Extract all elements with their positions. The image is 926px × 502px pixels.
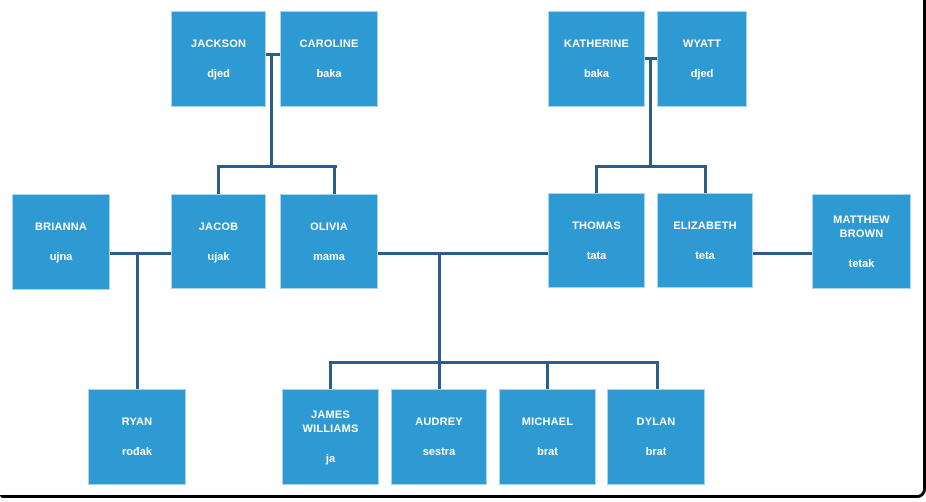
person-name: DYLAN: [636, 416, 676, 428]
connector-line: [546, 361, 549, 389]
connector-line: [656, 361, 659, 389]
connector-line: [649, 57, 652, 167]
person-name: OLIVIA: [310, 220, 348, 233]
person-name: AUDREY: [415, 416, 463, 428]
connector-line: [704, 165, 707, 193]
person-relation-label: tata: [586, 249, 607, 262]
person-box-thomas[interactable]: THOMAS tata: [548, 193, 645, 288]
person-box-james[interactable]: JAMES WILLIAMS ja: [282, 389, 379, 485]
person-box-katherine[interactable]: KATHERINE baka: [548, 11, 645, 107]
connector-line: [595, 165, 598, 193]
person-box-olivia[interactable]: OLIVIA mama: [280, 194, 378, 289]
person-relation-label: teta: [695, 249, 715, 262]
person-box-jacob[interactable]: JACOB ujak: [171, 194, 266, 289]
person-name: THOMAS: [572, 219, 621, 232]
connector-line: [333, 165, 336, 194]
person-relation-label: brat: [645, 446, 667, 458]
person-name: CAROLINE: [299, 38, 359, 50]
person-box-matthew[interactable]: MATTHEW BROWN tetak: [812, 194, 911, 289]
person-name: JACOB: [198, 220, 239, 233]
connector-line: [217, 165, 220, 194]
person-relation-label: rođak: [122, 446, 152, 458]
person-relation-label: ja: [325, 453, 336, 465]
connector-line: [270, 53, 273, 167]
person-box-elizabeth[interactable]: ELIZABETH teta: [657, 193, 753, 288]
person-relation-label: mama: [313, 250, 345, 263]
person-name: MATTHEW BROWN: [833, 213, 890, 240]
person-relation-label: brat: [537, 446, 558, 458]
person-relation-label: ujna: [49, 251, 73, 263]
person-name: JACKSON: [190, 38, 247, 50]
connector-line: [136, 252, 139, 389]
connector-line: [438, 252, 441, 362]
person-relation-label: djed: [690, 68, 714, 80]
connector-line: [438, 361, 441, 389]
person-relation-label: baka: [583, 68, 610, 80]
connector-line: [110, 252, 171, 255]
person-box-brianna[interactable]: BRIANNA ujna: [12, 194, 110, 290]
person-relation-label: baka: [316, 68, 342, 80]
connector-line: [378, 252, 548, 255]
person-box-jackson[interactable]: JACKSON djed: [171, 11, 266, 107]
person-box-audrey[interactable]: AUDREY sestra: [391, 389, 487, 485]
person-box-ryan[interactable]: RYAN rođak: [88, 389, 186, 485]
person-box-dylan[interactable]: DYLAN brat: [607, 389, 705, 485]
connector-line: [217, 165, 337, 168]
connector-line: [753, 252, 812, 255]
person-name: JAMES WILLIAMS: [302, 409, 359, 435]
connector-line: [595, 165, 707, 168]
person-name: KATHERINE: [563, 38, 630, 50]
person-box-caroline[interactable]: CAROLINE baka: [280, 11, 378, 107]
person-relation-label: tetak: [848, 257, 875, 270]
person-box-michael[interactable]: MICHAEL brat: [499, 389, 596, 485]
connector-line: [329, 361, 659, 364]
person-relation-label: djed: [207, 68, 230, 80]
person-name: WYATT: [682, 38, 722, 50]
person-name: RYAN: [121, 416, 153, 428]
person-relation-label: sestra: [422, 446, 456, 458]
connector-line: [266, 53, 280, 56]
person-name: MICHAEL: [521, 416, 574, 428]
connector-line: [329, 361, 332, 389]
person-relation-label: ujak: [207, 250, 230, 263]
person-name: BRIANNA: [34, 221, 88, 233]
person-name: ELIZABETH: [673, 219, 737, 232]
person-box-wyatt[interactable]: WYATT djed: [657, 11, 747, 107]
